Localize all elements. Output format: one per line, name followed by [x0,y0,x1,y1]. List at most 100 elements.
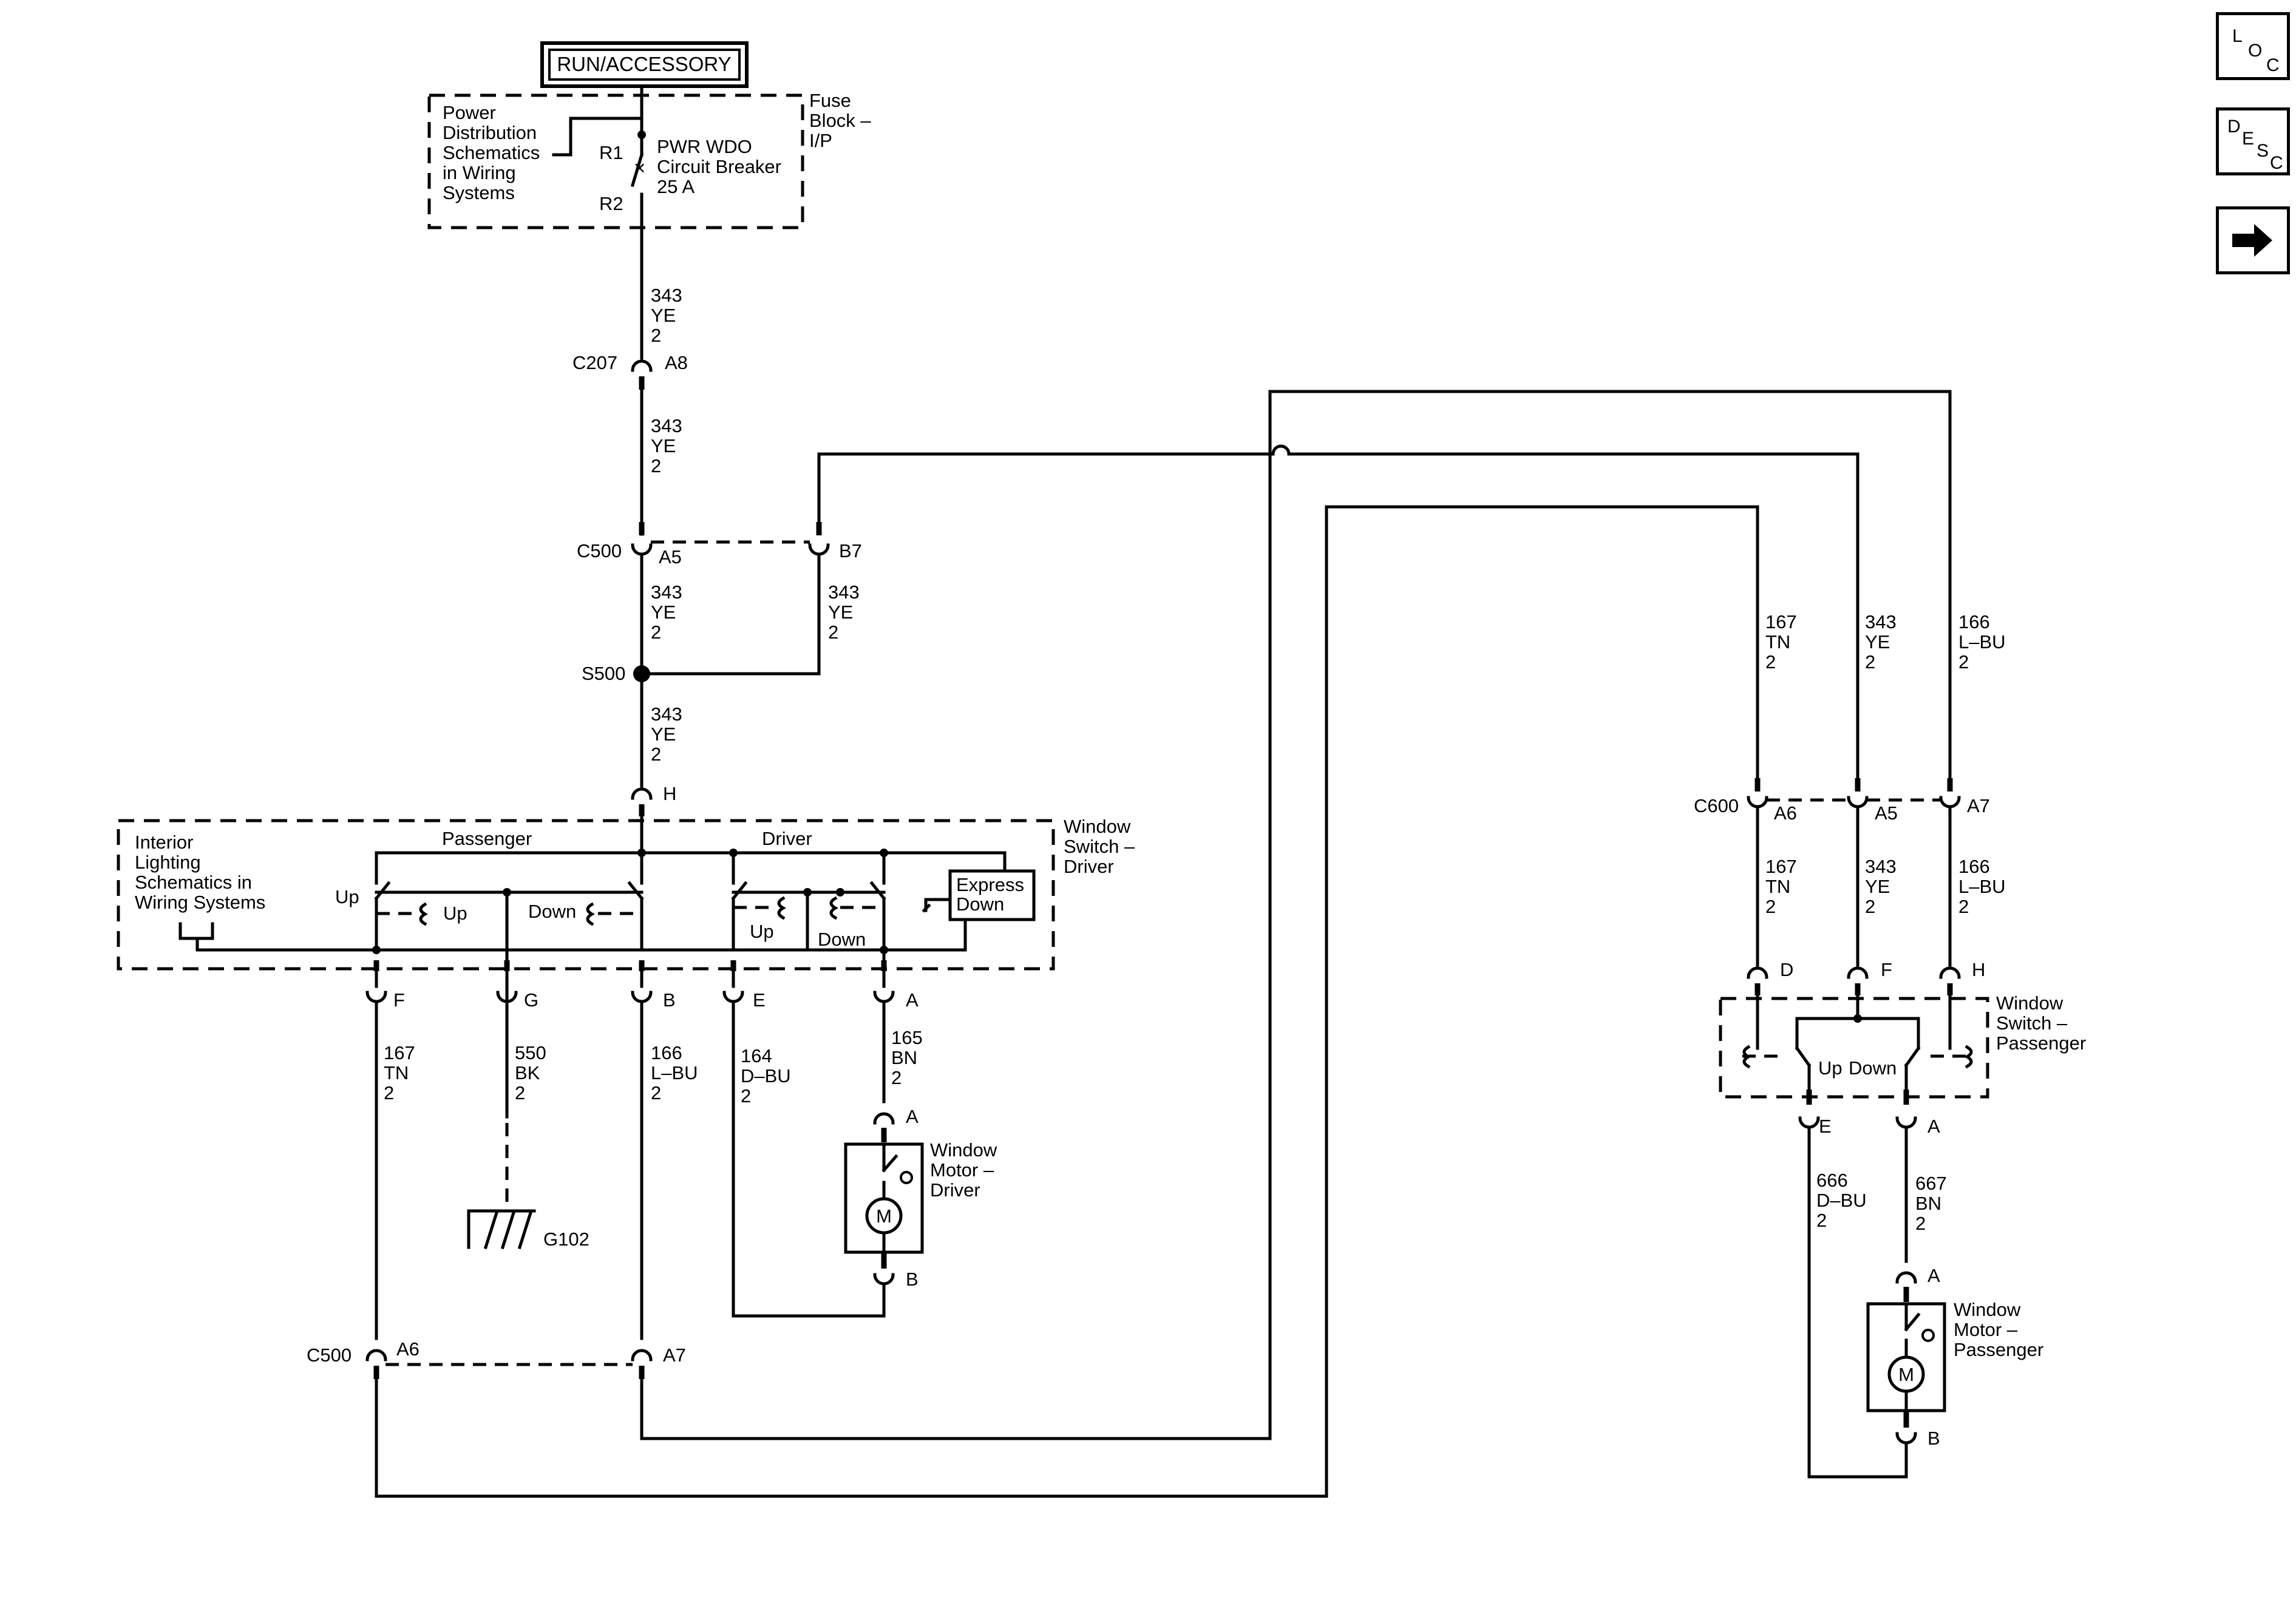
svg-text:Down: Down [818,929,866,950]
svg-text:Interior: Interior [135,832,193,853]
svg-text:YE: YE [651,724,676,745]
wire-164-dbu: 164 D–BU 2 [741,1045,791,1107]
svg-text:550: 550 [515,1042,546,1063]
connector-c207: C207 A8 [572,352,688,390]
svg-text:C207: C207 [572,352,617,373]
next-button[interactable] [2216,206,2290,274]
svg-text:D–BU: D–BU [741,1065,791,1086]
svg-text:2: 2 [651,325,661,346]
svg-text:Up: Up [335,886,359,907]
svg-text:YE: YE [1865,876,1890,897]
svg-text:167: 167 [384,1042,415,1063]
svg-text:Express: Express [956,874,1024,895]
power-dist-ref-1: Power [443,102,496,123]
svg-text:YE: YE [828,602,853,623]
svg-text:2: 2 [1865,651,1875,673]
svg-text:A5: A5 [1875,802,1898,824]
fuse-block-title-1: Fuse [809,90,851,111]
svg-text:Down: Down [1849,1057,1897,1079]
svg-text:2: 2 [1765,896,1776,917]
svg-text:2: 2 [1865,896,1875,917]
svg-text:343: 343 [651,415,682,436]
window-motor-driver: A Window Motor – Driver M B [844,1106,997,1301]
svg-text:2: 2 [1958,896,1969,917]
svg-text:2: 2 [515,1082,525,1103]
breaker-x-icon: × [634,157,645,179]
svg-text:S500: S500 [582,663,625,684]
power-dist-ref-3: Schematics [443,142,540,163]
svg-text:H: H [1972,959,1985,980]
svg-text:343: 343 [651,285,682,306]
wire-343-ye-3: 343 YE 2 [651,581,682,643]
svg-text:343: 343 [1865,611,1897,632]
wire-166-lbu-right-2: 166 L–BU 2 [1958,856,2006,917]
svg-text:A6: A6 [1774,802,1797,824]
svg-text:164: 164 [741,1045,772,1066]
wire-167-tn-right-2: 167 TN 2 [1765,856,1797,917]
breaker-label-3: 25 A [657,176,695,197]
svg-text:Driver: Driver [762,828,812,849]
svg-text:Window: Window [1996,992,2063,1014]
wire-165-bn: 165 BN 2 [891,1027,923,1088]
breaker-pin-r2: R2 [599,193,623,214]
svg-text:Passenger: Passenger [1996,1032,2086,1054]
svg-text:F: F [393,989,405,1011]
svg-text:A7: A7 [1967,795,1990,816]
svg-text:YE: YE [651,435,676,456]
power-dist-ref-2: Distribution [443,122,537,143]
svg-text:166: 166 [1958,611,1990,632]
svg-text:Passenger: Passenger [442,828,532,849]
wire-343-ye-4: 343 YE 2 [828,581,860,643]
svg-text:L–BU: L–BU [1958,876,2006,897]
breaker-pin-r1: R1 [599,142,623,163]
splice-s500: S500 [582,663,650,684]
svg-text:Motor –: Motor – [1954,1319,2018,1340]
arrow-right-icon [2232,224,2272,257]
loc-button[interactable]: L O C [2216,12,2290,80]
svg-text:BK: BK [515,1062,540,1083]
svg-text:343: 343 [651,581,682,603]
svg-text:A: A [906,989,919,1011]
svg-text:666: 666 [1816,1170,1848,1191]
svg-text:Motor –: Motor – [930,1159,994,1181]
fuse-block-title-3: I/P [809,130,832,151]
svg-text:A5: A5 [659,546,682,568]
svg-text:Window: Window [1064,816,1131,837]
svg-text:M: M [1898,1364,1914,1385]
desc-button[interactable]: D E S C [2216,107,2290,175]
power-dist-ref-4: in Wiring [443,162,516,183]
svg-text:A8: A8 [665,352,688,373]
wire-343-ye-right: 343 YE 2 [1865,611,1897,673]
window-switch-driver: Window Switch – Driver Interior Lighting… [117,815,1135,1009]
svg-text:TN: TN [1765,876,1790,897]
svg-text:G102: G102 [543,1229,589,1250]
svg-text:BN: BN [1915,1193,1941,1214]
svg-text:2: 2 [1915,1213,1926,1234]
breaker-label-1: PWR WDO [657,136,752,157]
svg-text:166: 166 [651,1042,682,1063]
svg-text:Wiring Systems: Wiring Systems [135,892,265,913]
svg-text:343: 343 [651,703,682,725]
wire-550-bk: 550 BK 2 [515,1042,546,1103]
svg-text:M: M [876,1205,892,1227]
svg-text:TN: TN [384,1062,409,1083]
wire-166-lbu: 166 L–BU 2 [651,1042,698,1103]
fuse-block-title-2: Block – [809,110,871,131]
svg-text:Switch –: Switch – [1996,1012,2068,1034]
connector-c600: C600 A6 A5 A7 [1694,778,1990,824]
wire-666-dbu: 666 D–BU 2 [1816,1170,1867,1231]
wire-167-tn-right: 167 TN 2 [1765,611,1797,673]
svg-text:Driver: Driver [1064,856,1114,877]
wire-343-ye-right-2: 343 YE 2 [1865,856,1897,917]
svg-text:A6: A6 [396,1338,419,1360]
svg-text:B: B [906,1269,919,1290]
svg-text:166: 166 [1958,856,1990,877]
svg-text:Window: Window [1954,1299,2021,1320]
svg-text:2: 2 [1816,1210,1827,1231]
window-motor-passenger: A Window Motor – Passenger M B [1866,1265,2043,1460]
svg-text:167: 167 [1765,856,1797,877]
wire-343-ye-1: 343 YE 2 [651,285,682,346]
svg-text:C500: C500 [307,1344,352,1366]
svg-text:C600: C600 [1694,795,1739,816]
